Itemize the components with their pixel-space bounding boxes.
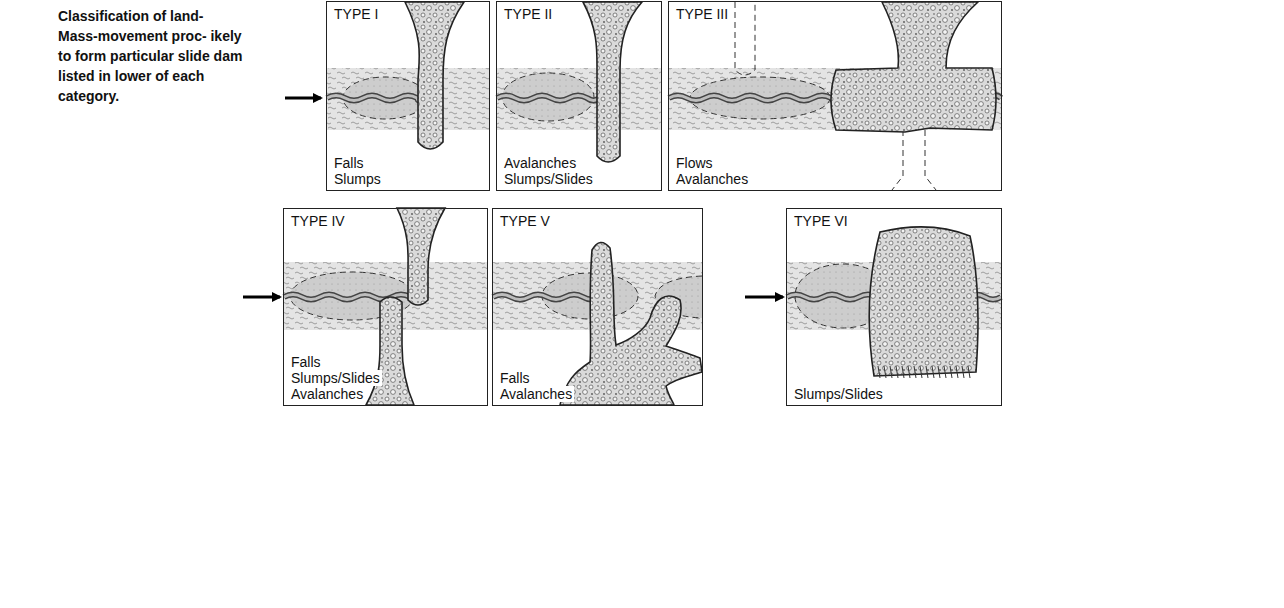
river bbox=[327, 96, 420, 101]
hatching bbox=[878, 366, 970, 378]
process-name: Falls bbox=[289, 354, 323, 370]
process-list: FallsSlumps bbox=[332, 155, 484, 187]
river bbox=[493, 295, 600, 300]
river bbox=[497, 96, 600, 101]
figure-caption: Classification of land- Mass-movement pr… bbox=[58, 6, 243, 106]
process-list: AvalanchesSlumps/Slides bbox=[502, 155, 656, 187]
type-panel: TYPE I FallsSlumps bbox=[326, 1, 490, 191]
process-name: Falls bbox=[332, 155, 366, 171]
process-list: FallsAvalanches bbox=[498, 370, 697, 402]
process-name: Slumps/Slides bbox=[792, 386, 885, 402]
process-name: Slumps/Slides bbox=[502, 171, 595, 187]
type-panel: TYPE III FlowsAvalanches bbox=[668, 1, 1002, 191]
process-name: Falls bbox=[498, 370, 532, 386]
process-name: Avalanches bbox=[674, 171, 750, 187]
process-list: FlowsAvalanches bbox=[674, 155, 996, 187]
type-heading: TYPE I bbox=[332, 6, 380, 22]
type-heading: TYPE II bbox=[502, 6, 554, 22]
process-name: Avalanches bbox=[498, 386, 574, 402]
type-heading: TYPE V bbox=[498, 213, 552, 229]
process-list: FallsSlumps/SlidesAvalanches bbox=[289, 354, 482, 402]
river bbox=[669, 96, 838, 101]
river bbox=[327, 96, 420, 101]
type-panel: TYPE IV FallsSlumps/SlidesAvalanches bbox=[283, 208, 488, 406]
type-panel: TYPE V FallsAvalanches bbox=[492, 208, 703, 406]
type-heading: TYPE VI bbox=[792, 213, 850, 229]
process-name: Avalanches bbox=[289, 386, 365, 402]
process-name: Flows bbox=[674, 155, 715, 171]
type-heading: TYPE IV bbox=[289, 213, 347, 229]
river bbox=[669, 96, 838, 101]
process-list: Slumps/Slides bbox=[792, 386, 996, 402]
type-panel: TYPE II AvalanchesSlumps/Slides bbox=[496, 1, 662, 191]
river bbox=[497, 96, 600, 101]
type-panel: TYPE VI Slumps/Slides bbox=[786, 208, 1002, 406]
process-name: Slumps bbox=[332, 171, 383, 187]
process-name: Avalanches bbox=[502, 155, 578, 171]
river bbox=[493, 295, 600, 300]
type-heading: TYPE III bbox=[674, 6, 730, 22]
process-name: Slumps/Slides bbox=[289, 370, 382, 386]
